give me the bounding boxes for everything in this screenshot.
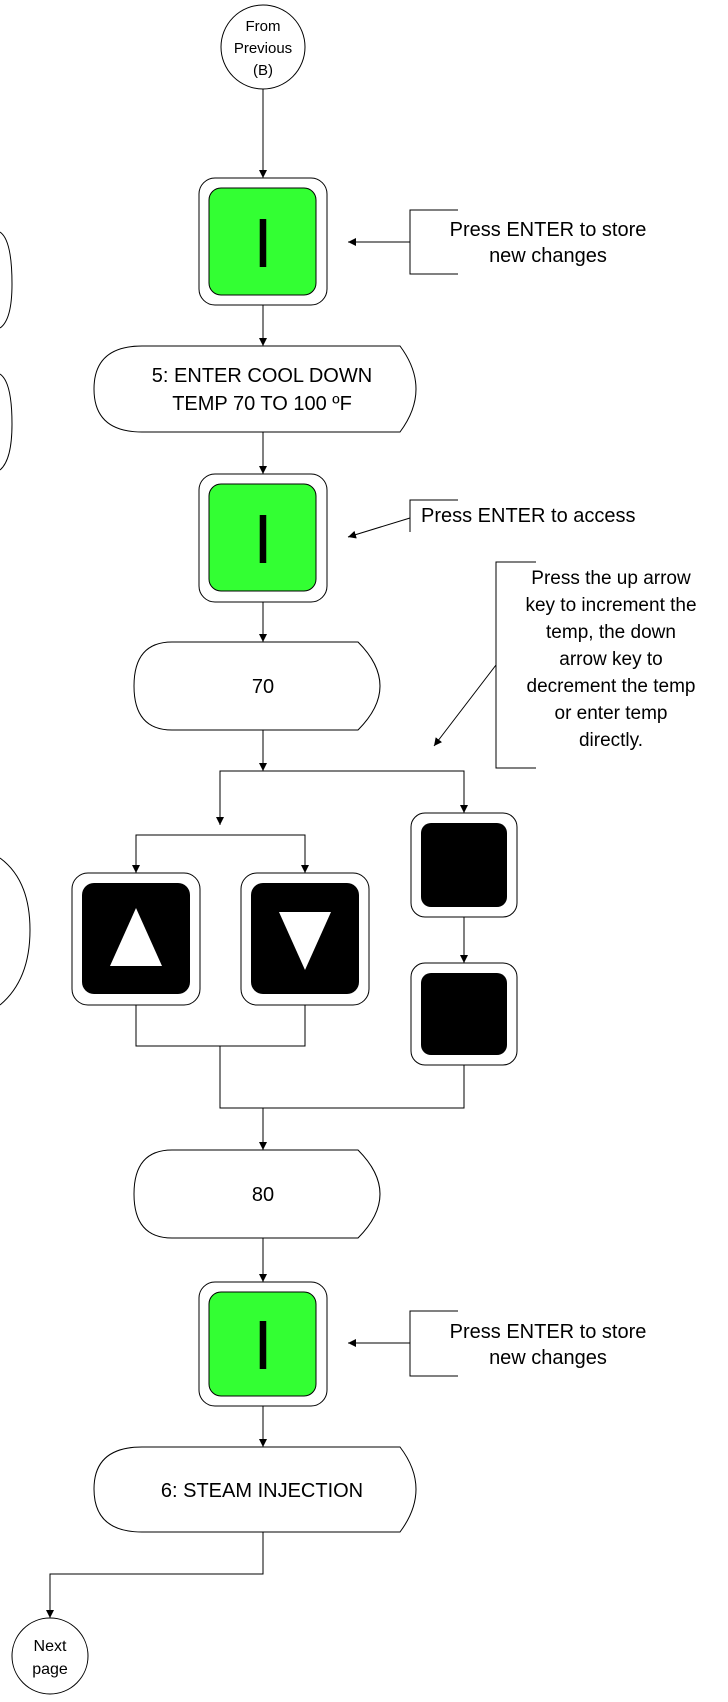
note-arrows-line-7: directly. bbox=[579, 730, 643, 751]
down-arrow-key[interactable] bbox=[240, 872, 370, 1006]
note-store-changes-1: Press ENTER to store new changes bbox=[348, 209, 647, 275]
note-access: Press ENTER to access bbox=[347, 499, 636, 539]
note-store-2-line-1: Press ENTER to store bbox=[450, 1321, 647, 1343]
menu-6-text: 6: STEAM INJECTION bbox=[161, 1480, 363, 1502]
offscreen-shape-2 bbox=[0, 373, 13, 471]
enter-key-1[interactable]: I bbox=[198, 177, 328, 306]
merge-line bbox=[219, 1046, 465, 1109]
offscreen-shape-3 bbox=[0, 857, 31, 1006]
digit-0-glyph: 0 bbox=[447, 980, 481, 1049]
enter-key-2-glyph: I bbox=[253, 500, 272, 578]
next-page-line-2: page bbox=[32, 1661, 68, 1678]
next-page-line-1: Next bbox=[34, 1638, 67, 1655]
enter-key-2[interactable]: I bbox=[198, 473, 328, 603]
menu-5-line-2: TEMP 70 TO 100 ºF bbox=[172, 393, 352, 415]
down-arrow-icon bbox=[279, 912, 331, 970]
from-previous-line-1: From bbox=[246, 18, 281, 35]
enter-key-3[interactable]: I bbox=[198, 1281, 328, 1407]
menu-5-line-1: 5: ENTER COOL DOWN bbox=[152, 365, 372, 387]
note-arrows-line-2: key to increment the bbox=[525, 595, 696, 616]
note-store-1-line-2: new changes bbox=[489, 245, 607, 267]
display-value-80: 80 bbox=[133, 1149, 381, 1239]
note-arrows-line-3: temp, the down bbox=[546, 622, 676, 643]
display-menu-5: 5: ENTER COOL DOWN TEMP 70 TO 100 ºF bbox=[93, 345, 417, 433]
note-arrow-keys: Press the up arrow key to increment the … bbox=[433, 561, 697, 769]
arrow-split-line bbox=[135, 834, 306, 873]
value-80-text: 80 bbox=[252, 1184, 274, 1206]
note-arrows-line-6: or enter temp bbox=[555, 703, 668, 724]
note-store-1-line-1: Press ENTER to store bbox=[450, 219, 647, 241]
flow-lines bbox=[46, 89, 468, 1618]
digit-8-glyph: 8 bbox=[447, 832, 481, 901]
note-arrows-line-5: decrement the temp bbox=[527, 676, 696, 697]
note-store-2-line-2: new changes bbox=[489, 1347, 607, 1369]
note-store-changes-2: Press ENTER to store new changes bbox=[348, 1310, 647, 1377]
note-access-text: Press ENTER to access bbox=[421, 505, 636, 527]
value-70-text: 70 bbox=[252, 676, 274, 698]
display-value-70: 70 bbox=[133, 641, 381, 731]
note-arrows-line-1: Press the up arrow bbox=[531, 568, 691, 589]
arrow-menu-6-to-next-page bbox=[46, 1532, 264, 1618]
from-previous-line-3: (B) bbox=[253, 62, 273, 79]
up-arrow-key[interactable] bbox=[71, 872, 201, 1006]
note-arrows-line-4: arrow key to bbox=[559, 649, 662, 670]
next-page-connector: Next page bbox=[11, 1617, 89, 1695]
from-previous-line-2: Previous bbox=[234, 40, 292, 57]
digit-key-8[interactable]: 8 bbox=[410, 812, 518, 918]
up-arrow-icon bbox=[110, 908, 162, 966]
enter-key-1-glyph: I bbox=[253, 204, 272, 282]
offscreen-shape-1 bbox=[0, 231, 13, 329]
enter-key-3-glyph: I bbox=[253, 1306, 272, 1384]
from-previous-connector: From Previous (B) bbox=[220, 4, 306, 90]
display-menu-6: 6: STEAM INJECTION bbox=[93, 1446, 417, 1533]
arrows-merge-line bbox=[135, 1005, 306, 1047]
digit-key-0[interactable]: 0 bbox=[410, 962, 518, 1066]
